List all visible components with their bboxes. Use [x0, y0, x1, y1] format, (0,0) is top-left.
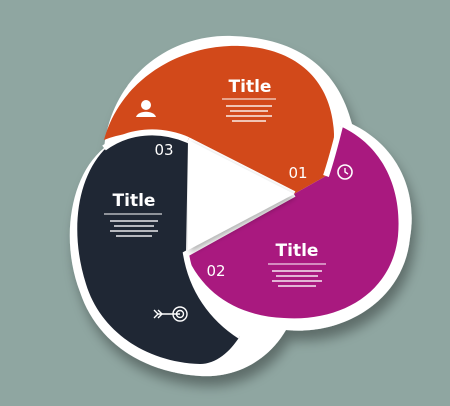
segment-3[interactable] — [77, 133, 240, 364]
segment-2[interactable] — [186, 126, 399, 319]
segment-3-placeholder-lines — [110, 220, 158, 237]
target-arrow-icon — [153, 306, 188, 322]
separator-4 — [323, 125, 343, 177]
segment-1-number: 01 — [288, 164, 307, 182]
segment-2-number: 02 — [206, 262, 225, 280]
segment-1[interactable] — [104, 45, 334, 194]
center-play-triangle — [188, 140, 294, 250]
separator-3 — [102, 129, 190, 151]
segment-2-title: Title — [276, 241, 319, 261]
clock-icon — [337, 164, 353, 180]
segment-3-title: Title — [113, 191, 156, 211]
segment-2-placeholder-lines — [272, 270, 322, 287]
segment-1-title: Title — [229, 77, 272, 97]
segment-1-placeholder-lines — [226, 105, 272, 122]
separator-2 — [182, 191, 296, 339]
segment-3-number: 03 — [154, 141, 173, 159]
person-icon — [136, 100, 156, 117]
